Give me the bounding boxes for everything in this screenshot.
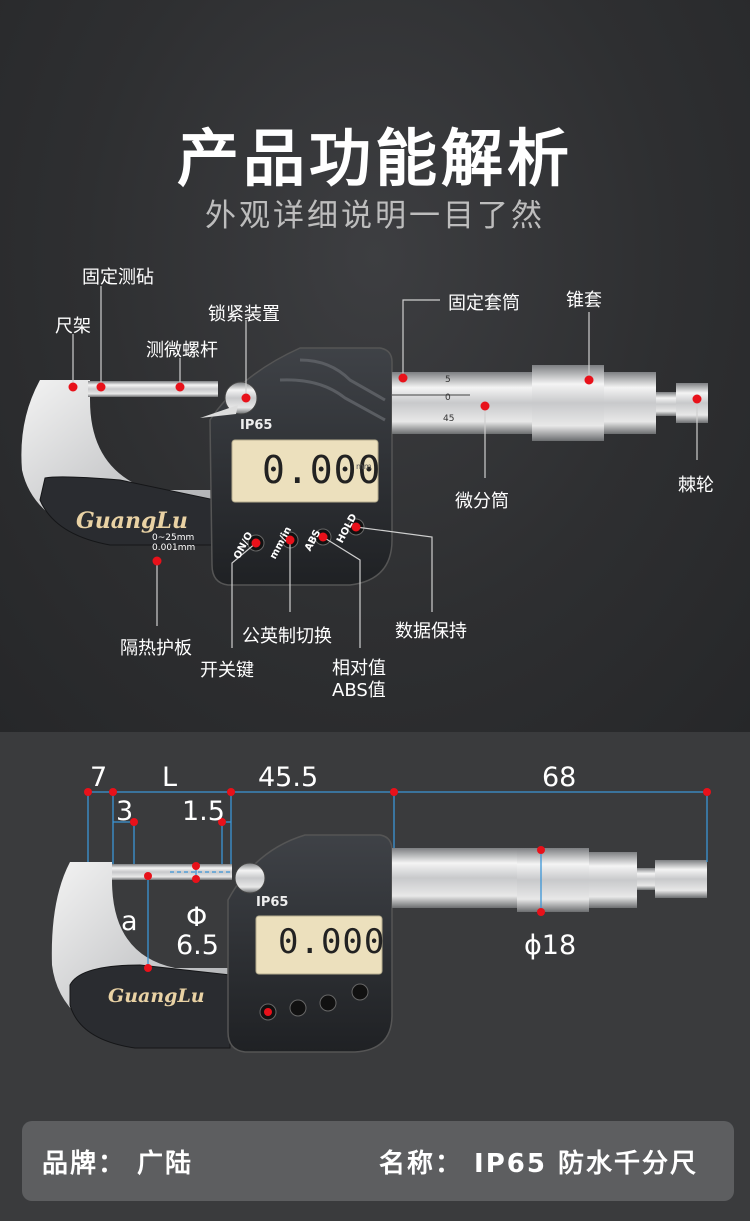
label-insulation-plate: 隔热护板 [120,638,192,659]
brand-logo-2: GuangLu [108,985,205,1007]
sleeve-shape [392,372,532,434]
label-data-hold: 数据保持 [395,621,467,642]
page-title: 产品功能解析 [176,122,573,195]
lock-knob-shape [224,381,258,415]
label-relative-value: 相对值 [332,658,386,679]
lcd-reading: 0.000 [262,448,382,492]
micrometer-illustration-top [21,286,708,648]
dim-3: 3 [116,796,134,827]
spindle-shape [88,381,218,397]
label-sleeve: 固定套筒 [448,293,520,314]
ratchet-shape [676,383,708,423]
label-thimble: 微分筒 [455,491,509,512]
lcd-unit: mm [356,462,372,471]
lcd-reading-2: 0.000 [278,922,386,962]
ip-rating-badge-2: IP65 [256,895,289,910]
page-subtitle: 外观详细说明一目了然 [205,198,545,234]
dim-a: a [121,906,138,937]
dim-L: L [162,762,178,793]
ip-rating-badge: IP65 [240,418,273,433]
label-fixed-anvil: 固定测砧 [82,267,154,288]
dim-6-5: 6.5 [176,930,219,961]
brand-info: 品牌： 广陆 [42,1149,194,1179]
label-cone: 锥套 [566,290,602,311]
scale-mark: 0 [445,393,451,403]
dim-45-5: 45.5 [258,762,319,793]
feature-section: 产品功能解析 外观详细说明一目了然 [0,0,750,732]
scale-mark: 5 [445,375,451,385]
insulation-plate-shape [39,476,216,546]
brand-logo: GuangLu [76,508,188,534]
dim-1-5: 1.5 [182,796,225,827]
label-unit-switch: 公英制切换 [242,626,332,647]
product-name-info: 名称： IP65 防水千分尺 [378,1149,698,1179]
label-ratchet: 棘轮 [678,475,714,496]
dim-68: 68 [542,762,577,793]
label-locking-device: 锁紧装置 [208,304,280,325]
scale-mark: 45 [443,414,455,424]
dim-phi18: ϕ18 [524,930,577,961]
dimension-markers [84,788,711,1016]
product-info-bar: 品牌： 广陆 名称： IP65 防水千分尺 [22,1121,734,1201]
dim-phi: Φ [186,902,208,933]
marker-dots [68,373,702,566]
label-abs-value: ABS值 [332,680,386,701]
dim-7: 7 [90,762,108,793]
lcd-screen [231,439,379,503]
label-power-switch: 开关键 [200,660,254,681]
label-spindle: 测微螺杆 [146,340,218,361]
label-frame: 尺架 [55,316,91,337]
